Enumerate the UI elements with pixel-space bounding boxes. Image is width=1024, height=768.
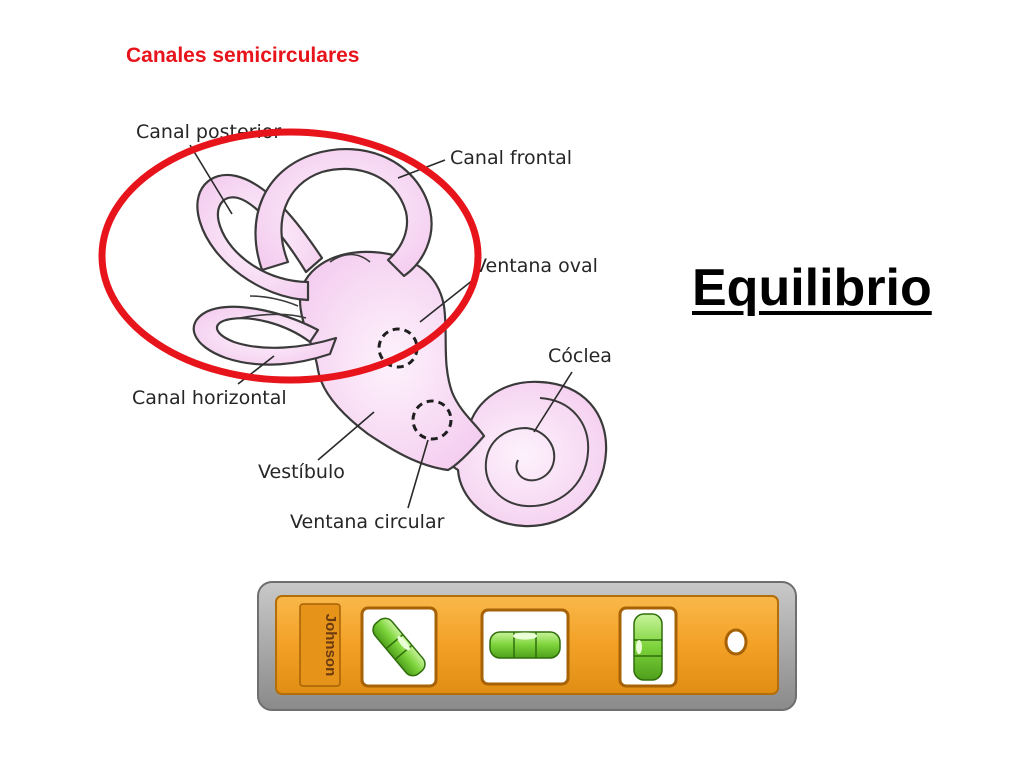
cochlea-shape <box>438 380 608 528</box>
level-brand-text: Johnson <box>322 614 339 677</box>
inner-ear-illustration <box>192 148 608 528</box>
slide-title: Equilibrio <box>692 259 932 317</box>
label-vestibulo: Vestíbulo <box>258 461 345 483</box>
label-ventana-circular: Ventana circular <box>290 511 445 533</box>
highlight-ellipse <box>98 128 482 384</box>
spirit-level-illustration: Johnson <box>257 581 797 711</box>
level-hanging-hole <box>724 628 748 656</box>
round-window-marker <box>411 399 453 441</box>
cochlea-spiral <box>484 397 590 508</box>
label-coclea: Cóclea <box>548 345 612 367</box>
label-canal-horizontal: Canal horizontal <box>132 387 287 409</box>
frontal-canal-shape <box>254 148 433 278</box>
label-canal-frontal: Canal frontal <box>450 147 572 169</box>
horizontal-canal-shape <box>192 305 338 366</box>
posterior-canal-shape <box>196 173 324 302</box>
subtitle: Canales semicirculares <box>126 44 360 67</box>
label-ventana-oval: Ventana oval <box>474 255 598 277</box>
